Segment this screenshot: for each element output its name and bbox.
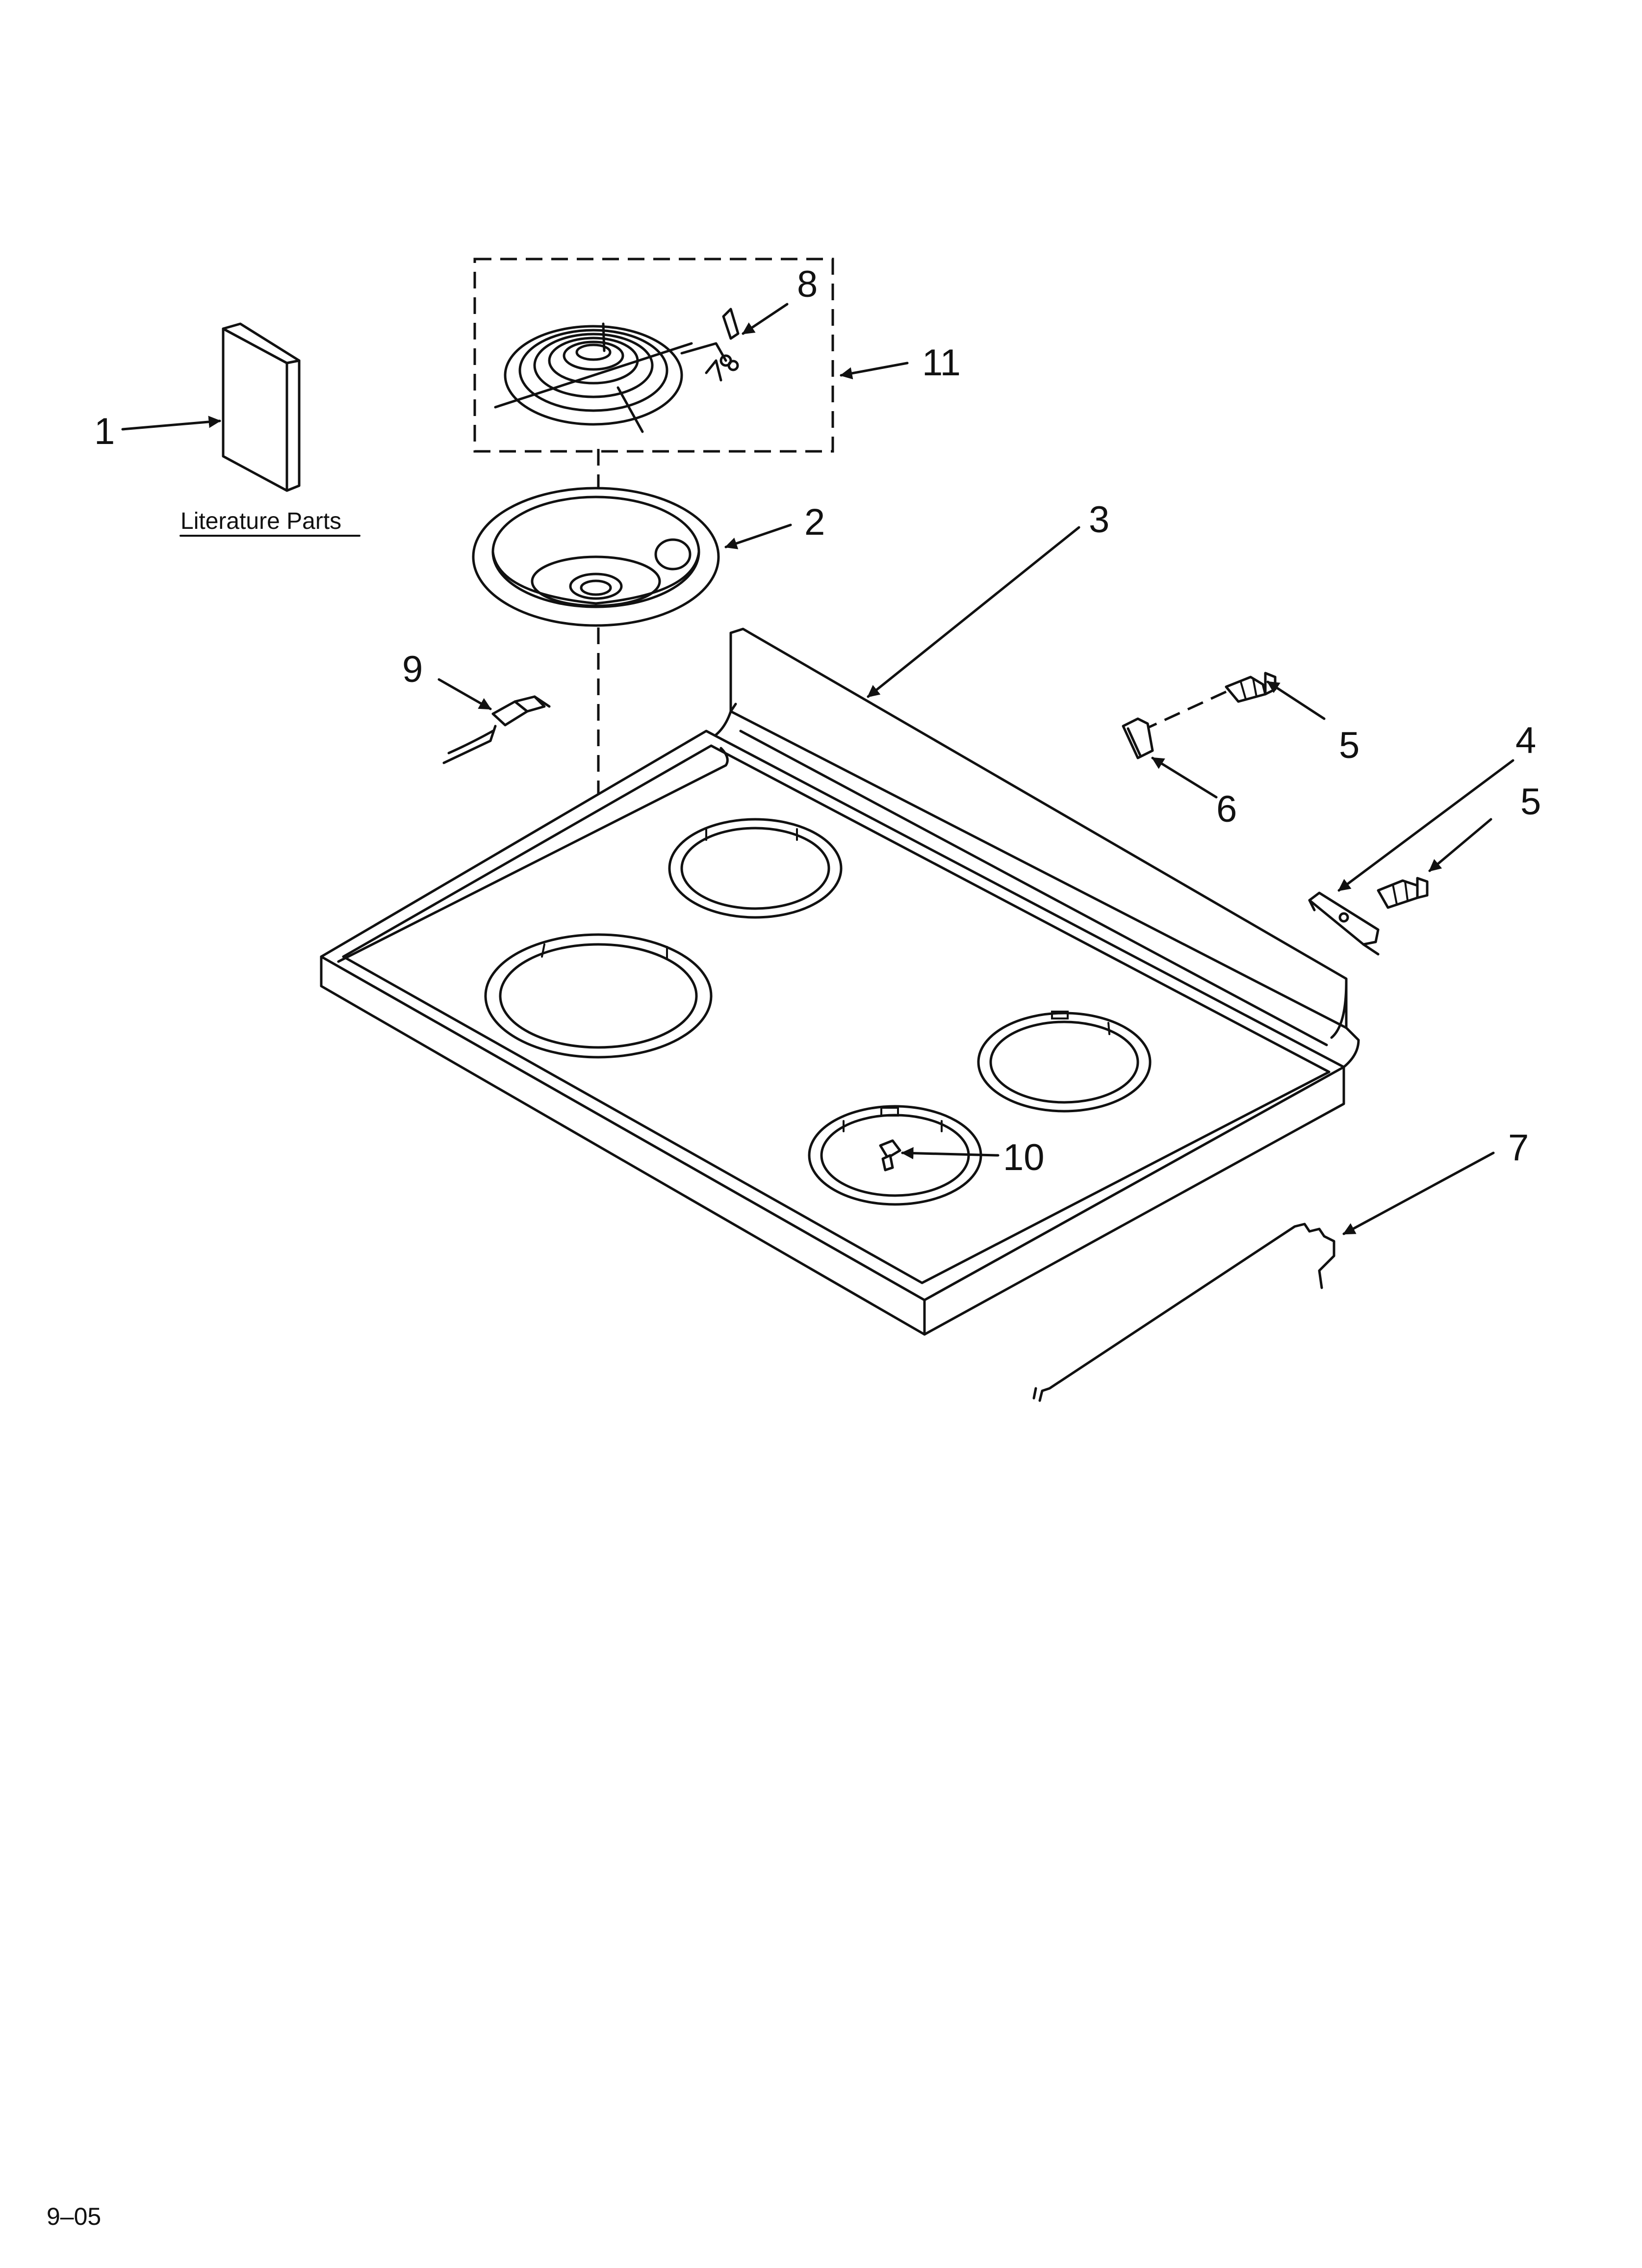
callout-10: 10 xyxy=(1003,1137,1045,1178)
cooktop-main-top xyxy=(320,627,1360,1336)
wire-rod-part xyxy=(1032,1223,1335,1402)
callout-11: 11 xyxy=(922,342,961,384)
clip-part xyxy=(1122,717,1154,759)
callout-8: 8 xyxy=(797,263,818,305)
screw-part-lower xyxy=(1377,877,1429,909)
callout-3: 3 xyxy=(1089,499,1109,541)
callout-1: 1 xyxy=(94,411,115,452)
screw-part-upper xyxy=(1134,672,1277,735)
coil-heating-element xyxy=(494,322,727,433)
drip-bowl-part xyxy=(472,487,720,627)
screw-part-10 xyxy=(879,1139,901,1172)
callout-9: 9 xyxy=(402,649,423,690)
wire-connector-part xyxy=(442,695,551,764)
terminal-clip-part xyxy=(705,308,740,382)
callout-5-upper: 5 xyxy=(1339,725,1360,766)
bracket-part xyxy=(1308,891,1380,956)
callout-6: 6 xyxy=(1216,788,1237,830)
literature-booklet-part xyxy=(222,322,301,492)
literature-parts-label: Literature Parts xyxy=(180,508,341,534)
callout-7: 7 xyxy=(1508,1127,1529,1169)
surface-element-assembly xyxy=(473,258,834,453)
leader-arrows xyxy=(121,303,1514,1235)
burner-opening-right-rear xyxy=(977,1011,1152,1113)
burner-opening-left-rear xyxy=(668,818,843,919)
callout-4: 4 xyxy=(1515,720,1536,761)
revision-code: 9–05 xyxy=(47,2203,101,2230)
burner-opening-left-front xyxy=(484,933,713,1059)
callout-2: 2 xyxy=(804,501,825,543)
callout-5-lower: 5 xyxy=(1520,781,1541,823)
